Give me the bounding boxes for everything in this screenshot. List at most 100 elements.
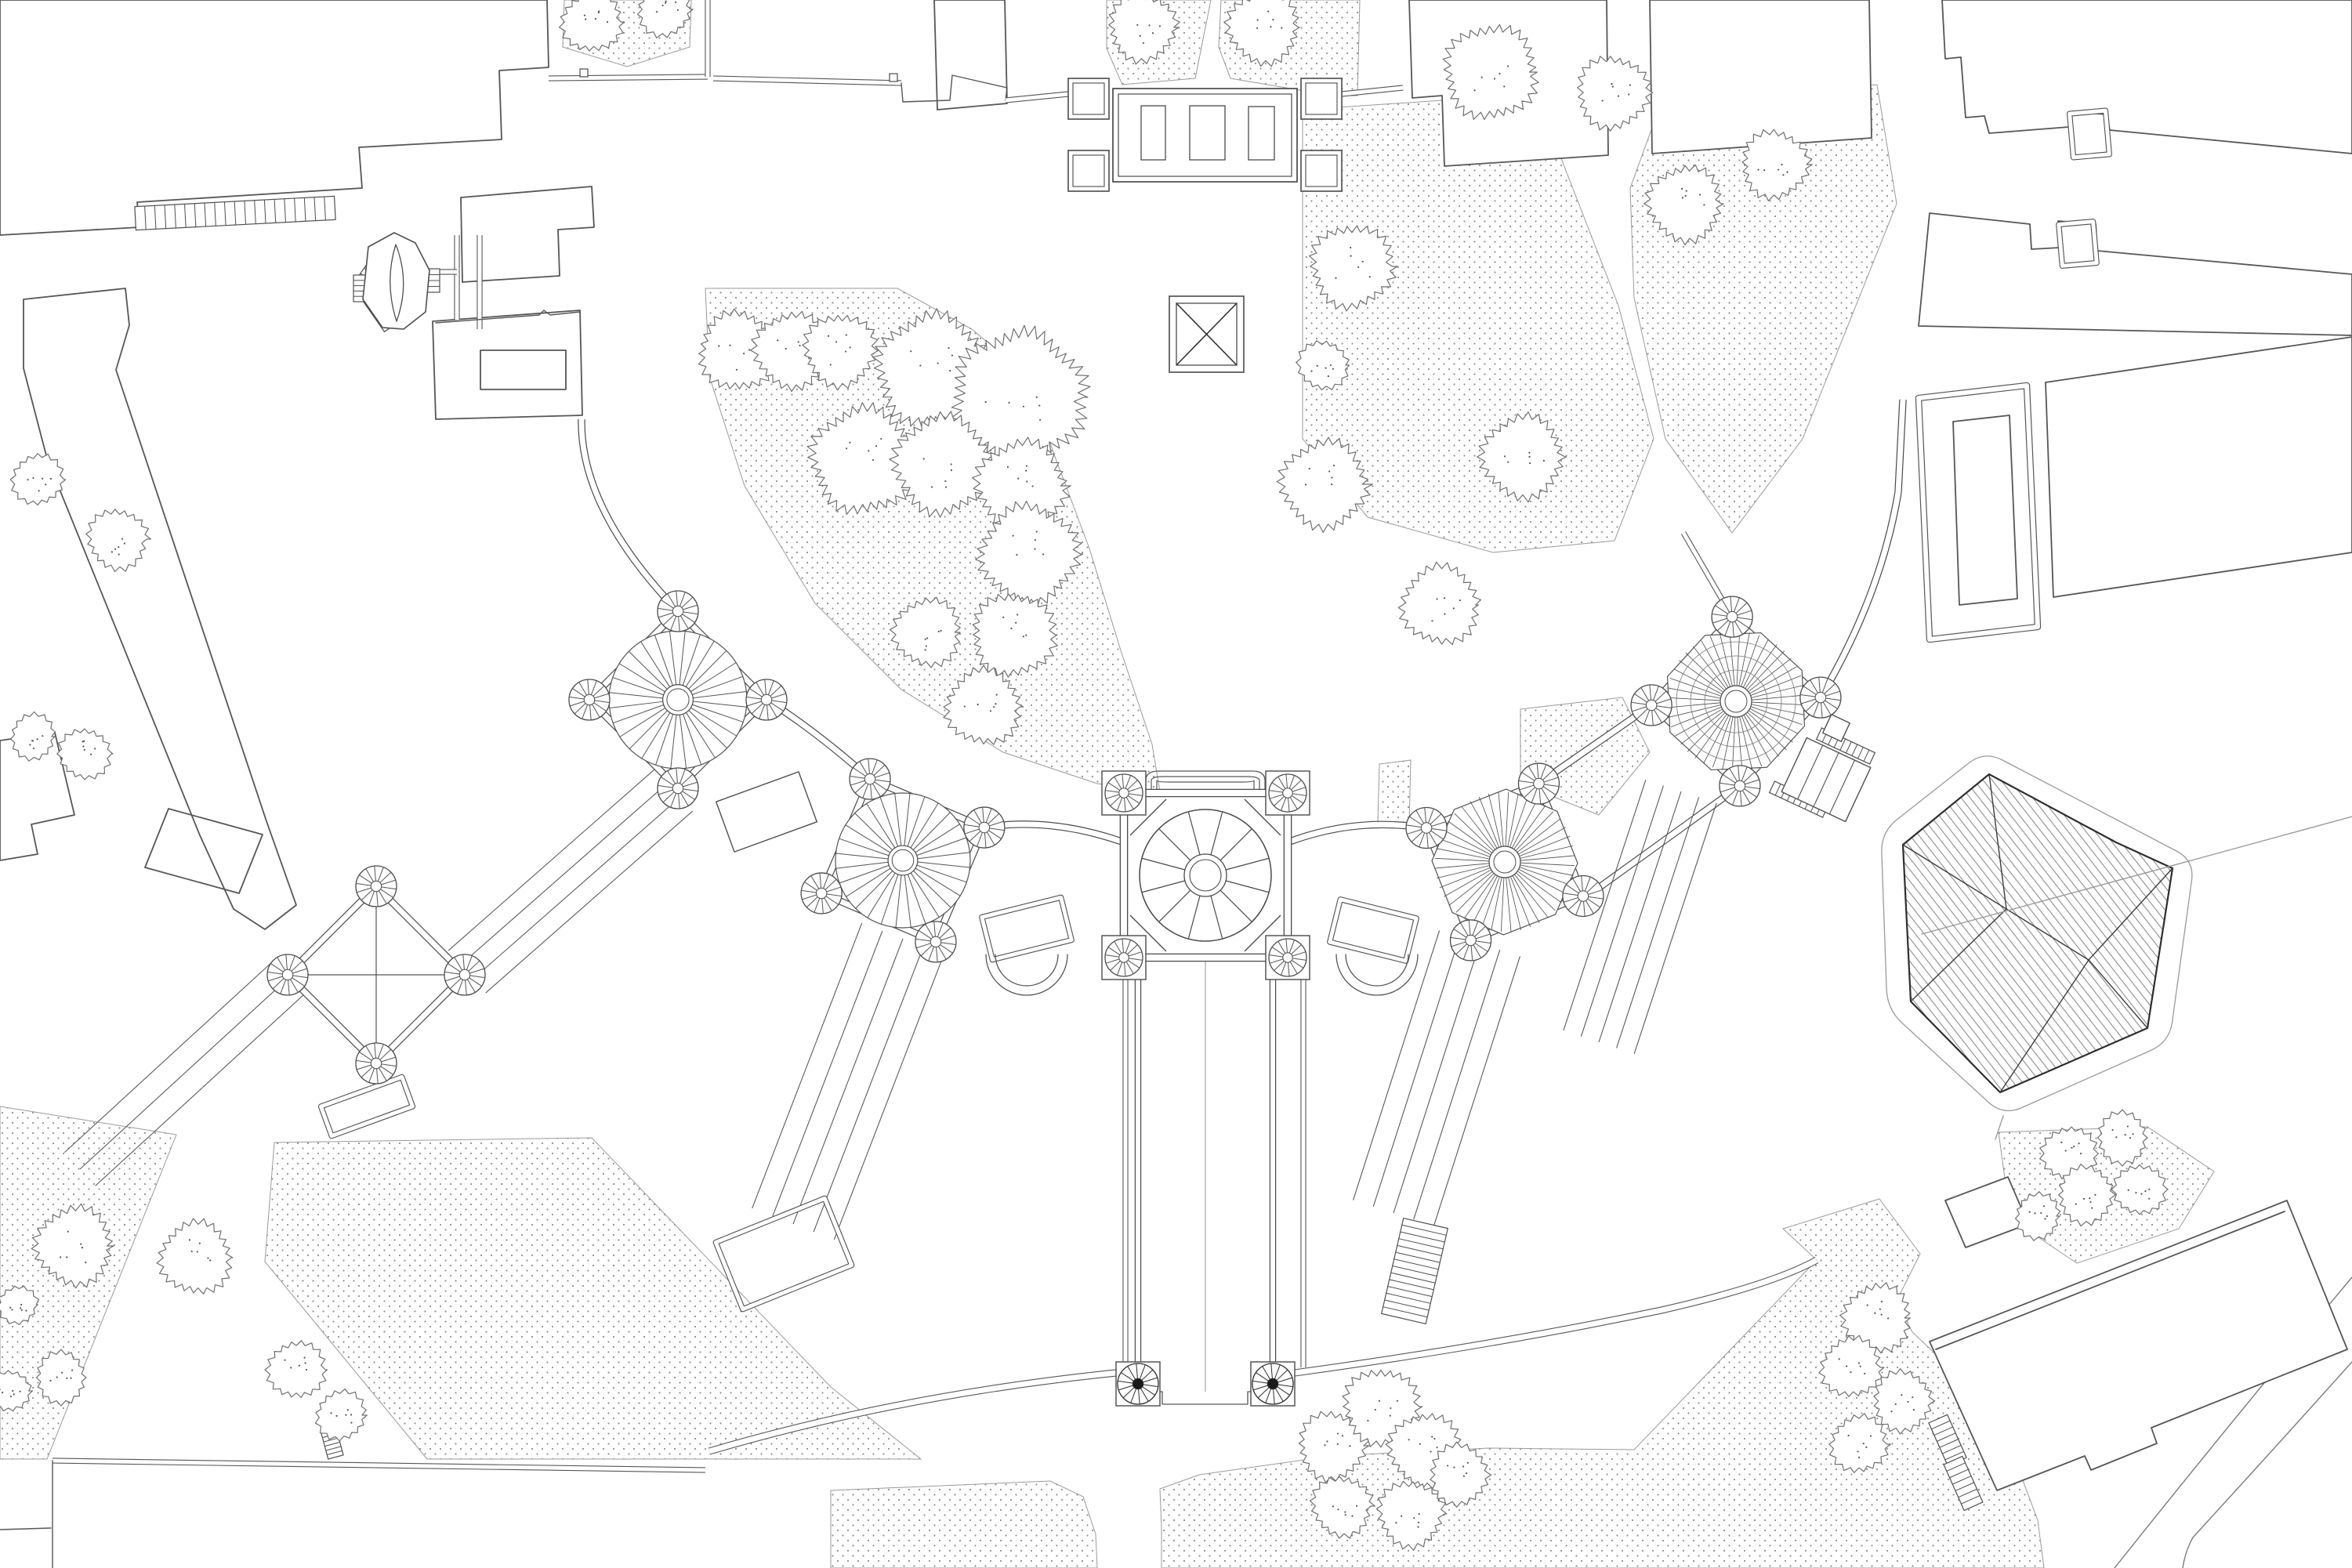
courtyard-inner-east: [1952, 415, 2018, 606]
tree-22: [1577, 56, 1654, 132]
block-north-3: [1649, 0, 1872, 154]
colonnade-c-to-d-1: [1536, 702, 1654, 787]
wall-top-east: [712, 75, 902, 86]
wall-post-0: [579, 68, 589, 78]
tree-3: [1223, 0, 1300, 67]
wing-west-to-a: [448, 768, 694, 994]
apse-east: [1335, 954, 1419, 996]
tree-43: [2097, 1109, 2148, 1167]
tree-8: [950, 324, 1091, 471]
colonnade-c-to-d-2: [1583, 783, 1742, 900]
wall-gate-west-stub: [1005, 91, 1069, 103]
tree-38: [1839, 1282, 1911, 1354]
tree-14: [889, 596, 961, 668]
tree-26: [156, 1218, 234, 1295]
block-north-1: [933, 0, 1008, 110]
tree-37: [1430, 1441, 1492, 1508]
l-building-inner-line: [1935, 1211, 2285, 1350]
trees: [0, 0, 2169, 1551]
apse-rect-west: [979, 894, 1075, 963]
u-building-outer: [432, 310, 583, 420]
park-sw-2: [264, 1137, 922, 1460]
bed-colonnade-gap: [1377, 759, 1412, 825]
radial-dome-pavilion-nw: [568, 590, 788, 809]
wall-post-1: [889, 73, 898, 82]
north-gate-building: [1067, 78, 1343, 192]
grand-stair-east-of-nave: [1380, 1217, 1449, 1325]
annex-west-pavilion: [317, 1074, 416, 1139]
annex-se-of-a: [716, 771, 817, 853]
four-pane-terrace-ne: [1781, 737, 1872, 823]
plaza-monument: [1169, 295, 1245, 373]
wing-west-sw: [64, 961, 304, 1186]
bottom-wall-long: [52, 1458, 706, 1473]
wall-top-west: [548, 74, 708, 81]
tree-6: [802, 314, 879, 391]
building-outlines: [0, 0, 2352, 1491]
tree-39: [1818, 1334, 1885, 1397]
tree-48: [85, 509, 151, 572]
tree-44: [2058, 1164, 2117, 1227]
block-east-large: [2045, 336, 2352, 598]
dense-radial-pavilion-e: [1405, 762, 1604, 961]
tree-30: [264, 1340, 328, 1398]
west-hip-roof-pavilion: [266, 865, 486, 1085]
tree-27: [0, 1285, 40, 1326]
wing-d-south: [1563, 780, 1717, 1054]
tree-9: [806, 402, 922, 515]
wall-top-steps: [901, 74, 1008, 103]
nave-end-turret-west: [1115, 1361, 1161, 1407]
wing-c-south: [1353, 930, 1520, 1226]
tree-46: [2014, 1191, 2061, 1241]
courtyard-building-east: [1915, 382, 2042, 643]
sweep-south-east: [1294, 1256, 1819, 1377]
wings: [64, 768, 1717, 1240]
tree-1: [636, 0, 694, 38]
radial-dome-pavilion-w: [800, 758, 1006, 963]
hatched-bar-top-left: [134, 195, 336, 231]
tilted-structures: [317, 107, 2112, 1313]
tree-47: [9, 453, 67, 505]
l-building-se: [1929, 1200, 2348, 1491]
small-square-ne-2: [2056, 219, 2100, 269]
block-beside-court: [460, 186, 595, 283]
annex-b-hall: [712, 1195, 855, 1313]
sweep-south-west: [708, 1369, 1117, 1455]
tree-41: [1828, 1413, 1891, 1473]
tree-2: [1108, 0, 1180, 65]
tree-35: [1309, 1476, 1375, 1539]
ring-radial-pavilion-ne: [1630, 596, 1842, 807]
tree-18: [1477, 411, 1567, 503]
tree-31: [314, 1388, 368, 1442]
tree-25: [31, 1203, 114, 1289]
tilted-square-nw-of-pavilion: [144, 808, 263, 894]
colonnade-d-to-ne: [1817, 399, 1907, 700]
tree-0: [558, 0, 625, 52]
bottom-wall-notch: [0, 1527, 52, 1530]
wing-b-south: [752, 922, 944, 1240]
tree-12: [975, 500, 1084, 608]
tree-23: [1644, 164, 1724, 246]
colonnade-a-to-court: [578, 418, 681, 614]
small-square-ne-1: [2067, 107, 2112, 161]
wall-gate-east-stub: [1341, 85, 1404, 97]
tree-17: [1276, 436, 1373, 533]
tree-32: [1298, 1410, 1370, 1483]
tree-20: [1308, 225, 1398, 312]
tree-15: [943, 664, 1024, 745]
block-west-tall: [23, 288, 297, 930]
tree-40: [1873, 1368, 1936, 1435]
tree-36: [1375, 1480, 1448, 1551]
l-building-stair-2: [1943, 1455, 1984, 1512]
oval-grand-stair: [362, 232, 430, 330]
diamond-ne: [1822, 714, 1850, 742]
tree-49: [10, 711, 56, 762]
road-edge-east: [1921, 816, 2352, 935]
apse-rect-east: [1327, 896, 1419, 964]
block-ne-top: [1941, 0, 2352, 154]
central-rotunda-hall: [1101, 770, 1310, 1405]
tree-5: [750, 310, 831, 393]
